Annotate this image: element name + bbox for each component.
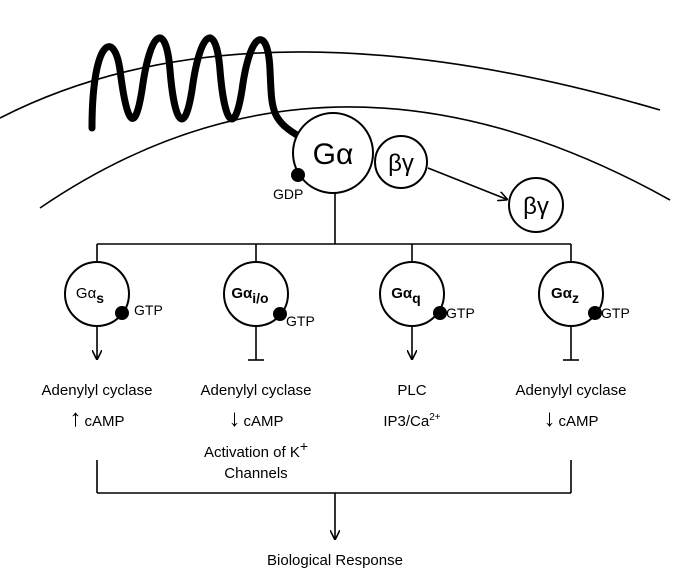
svg-text:Gαz: Gαz <box>551 285 579 306</box>
g-alpha-z-subunit: Gαz GTP <box>538 261 630 361</box>
svg-text:↑cAMP: ↑cAMP <box>69 405 124 432</box>
membrane-inner-arc <box>39 106 671 209</box>
g-alpha-io-gtp-dot <box>273 307 287 321</box>
svg-text:Activation of K+: Activation of K+ <box>204 438 308 461</box>
extra-sup-io: + <box>300 438 308 454</box>
arrow-up-s: ↑ <box>69 405 81 432</box>
beta-gamma-attached: βγ <box>374 135 428 189</box>
g-alpha-base-label: G <box>313 138 336 171</box>
receptor-transmembrane-helices <box>88 34 306 142</box>
g-alpha-alpha-symbol: α <box>336 138 353 171</box>
g-alpha-s-gtp-dot <box>115 306 129 320</box>
convergence-bracket <box>96 460 572 494</box>
g-alpha-q-subunit: Gαq GTP <box>379 261 475 358</box>
gdp-binding-dot <box>291 168 305 182</box>
arrow-down-io: ↓ <box>228 405 240 432</box>
g-alpha-io-subscript: i/o <box>252 290 268 306</box>
svg-text:Gα: Gα <box>313 138 354 171</box>
svg-text:↓cAMP: ↓cAMP <box>228 405 283 432</box>
effect-label-q: PLC <box>397 382 426 399</box>
g-alpha-io-subunit: Gαi/o GTP <box>223 261 315 361</box>
svg-text:IP3/Ca2+: IP3/Ca2+ <box>383 412 440 430</box>
g-alpha-io-base: Gα <box>231 285 253 302</box>
extra-line1-io: Activation of K <box>204 444 300 461</box>
beta-gamma-released-label: βγ <box>523 193 549 220</box>
svg-text:Gαi/o: Gαi/o <box>231 285 268 306</box>
g-alpha-z-gtp-dot <box>588 306 602 320</box>
g-alpha-q-gtp-dot <box>433 306 447 320</box>
extra-line2-io: Channels <box>224 465 287 482</box>
svg-text:↓cAMP: ↓cAMP <box>543 405 598 432</box>
g-alpha-z-gtp-label: GTP <box>601 305 630 321</box>
g-alpha-s-gtp-label: GTP <box>134 302 163 318</box>
g-alpha-s-subscript: s <box>96 290 104 306</box>
membrane-outer-arc <box>0 51 661 119</box>
g-alpha-z-subscript: z <box>572 290 579 306</box>
second-base-q: IP3/Ca <box>383 413 430 430</box>
second-messenger-z: cAMP <box>558 413 598 430</box>
beta-gamma-released: βγ <box>508 177 564 233</box>
g-alpha-z-base: Gα <box>551 285 573 302</box>
svg-text:Gαq: Gαq <box>391 285 420 306</box>
effect-label-z: Adenylyl cyclase <box>516 382 627 399</box>
g-alpha-q-subscript: q <box>412 290 421 306</box>
g-alpha-s-subunit: Gαs GTP <box>64 261 163 358</box>
second-messenger-io: cAMP <box>243 413 283 430</box>
second-sup-q: 2+ <box>429 412 441 423</box>
effect-label-io: Adenylyl cyclase <box>201 382 312 399</box>
beta-gamma-release-arrow <box>427 167 506 199</box>
g-alpha-q-base: Gα <box>391 285 413 302</box>
effect-label-s: Adenylyl cyclase <box>42 382 153 399</box>
g-alpha-q-gtp-label: GTP <box>446 305 475 321</box>
svg-text:Gαs: Gαs <box>76 285 104 306</box>
g-alpha-protein: Gα GDP <box>273 112 374 202</box>
gdp-label: GDP <box>273 186 303 202</box>
g-alpha-s-base: Gα <box>76 285 97 302</box>
second-messenger-s: cAMP <box>84 413 124 430</box>
beta-gamma-attached-label: βγ <box>388 150 414 177</box>
g-alpha-io-gtp-label: GTP <box>286 313 315 329</box>
biological-response-label: Biological Response <box>267 552 403 569</box>
arrow-down-z: ↓ <box>543 405 555 432</box>
branch-connector <box>96 193 572 262</box>
